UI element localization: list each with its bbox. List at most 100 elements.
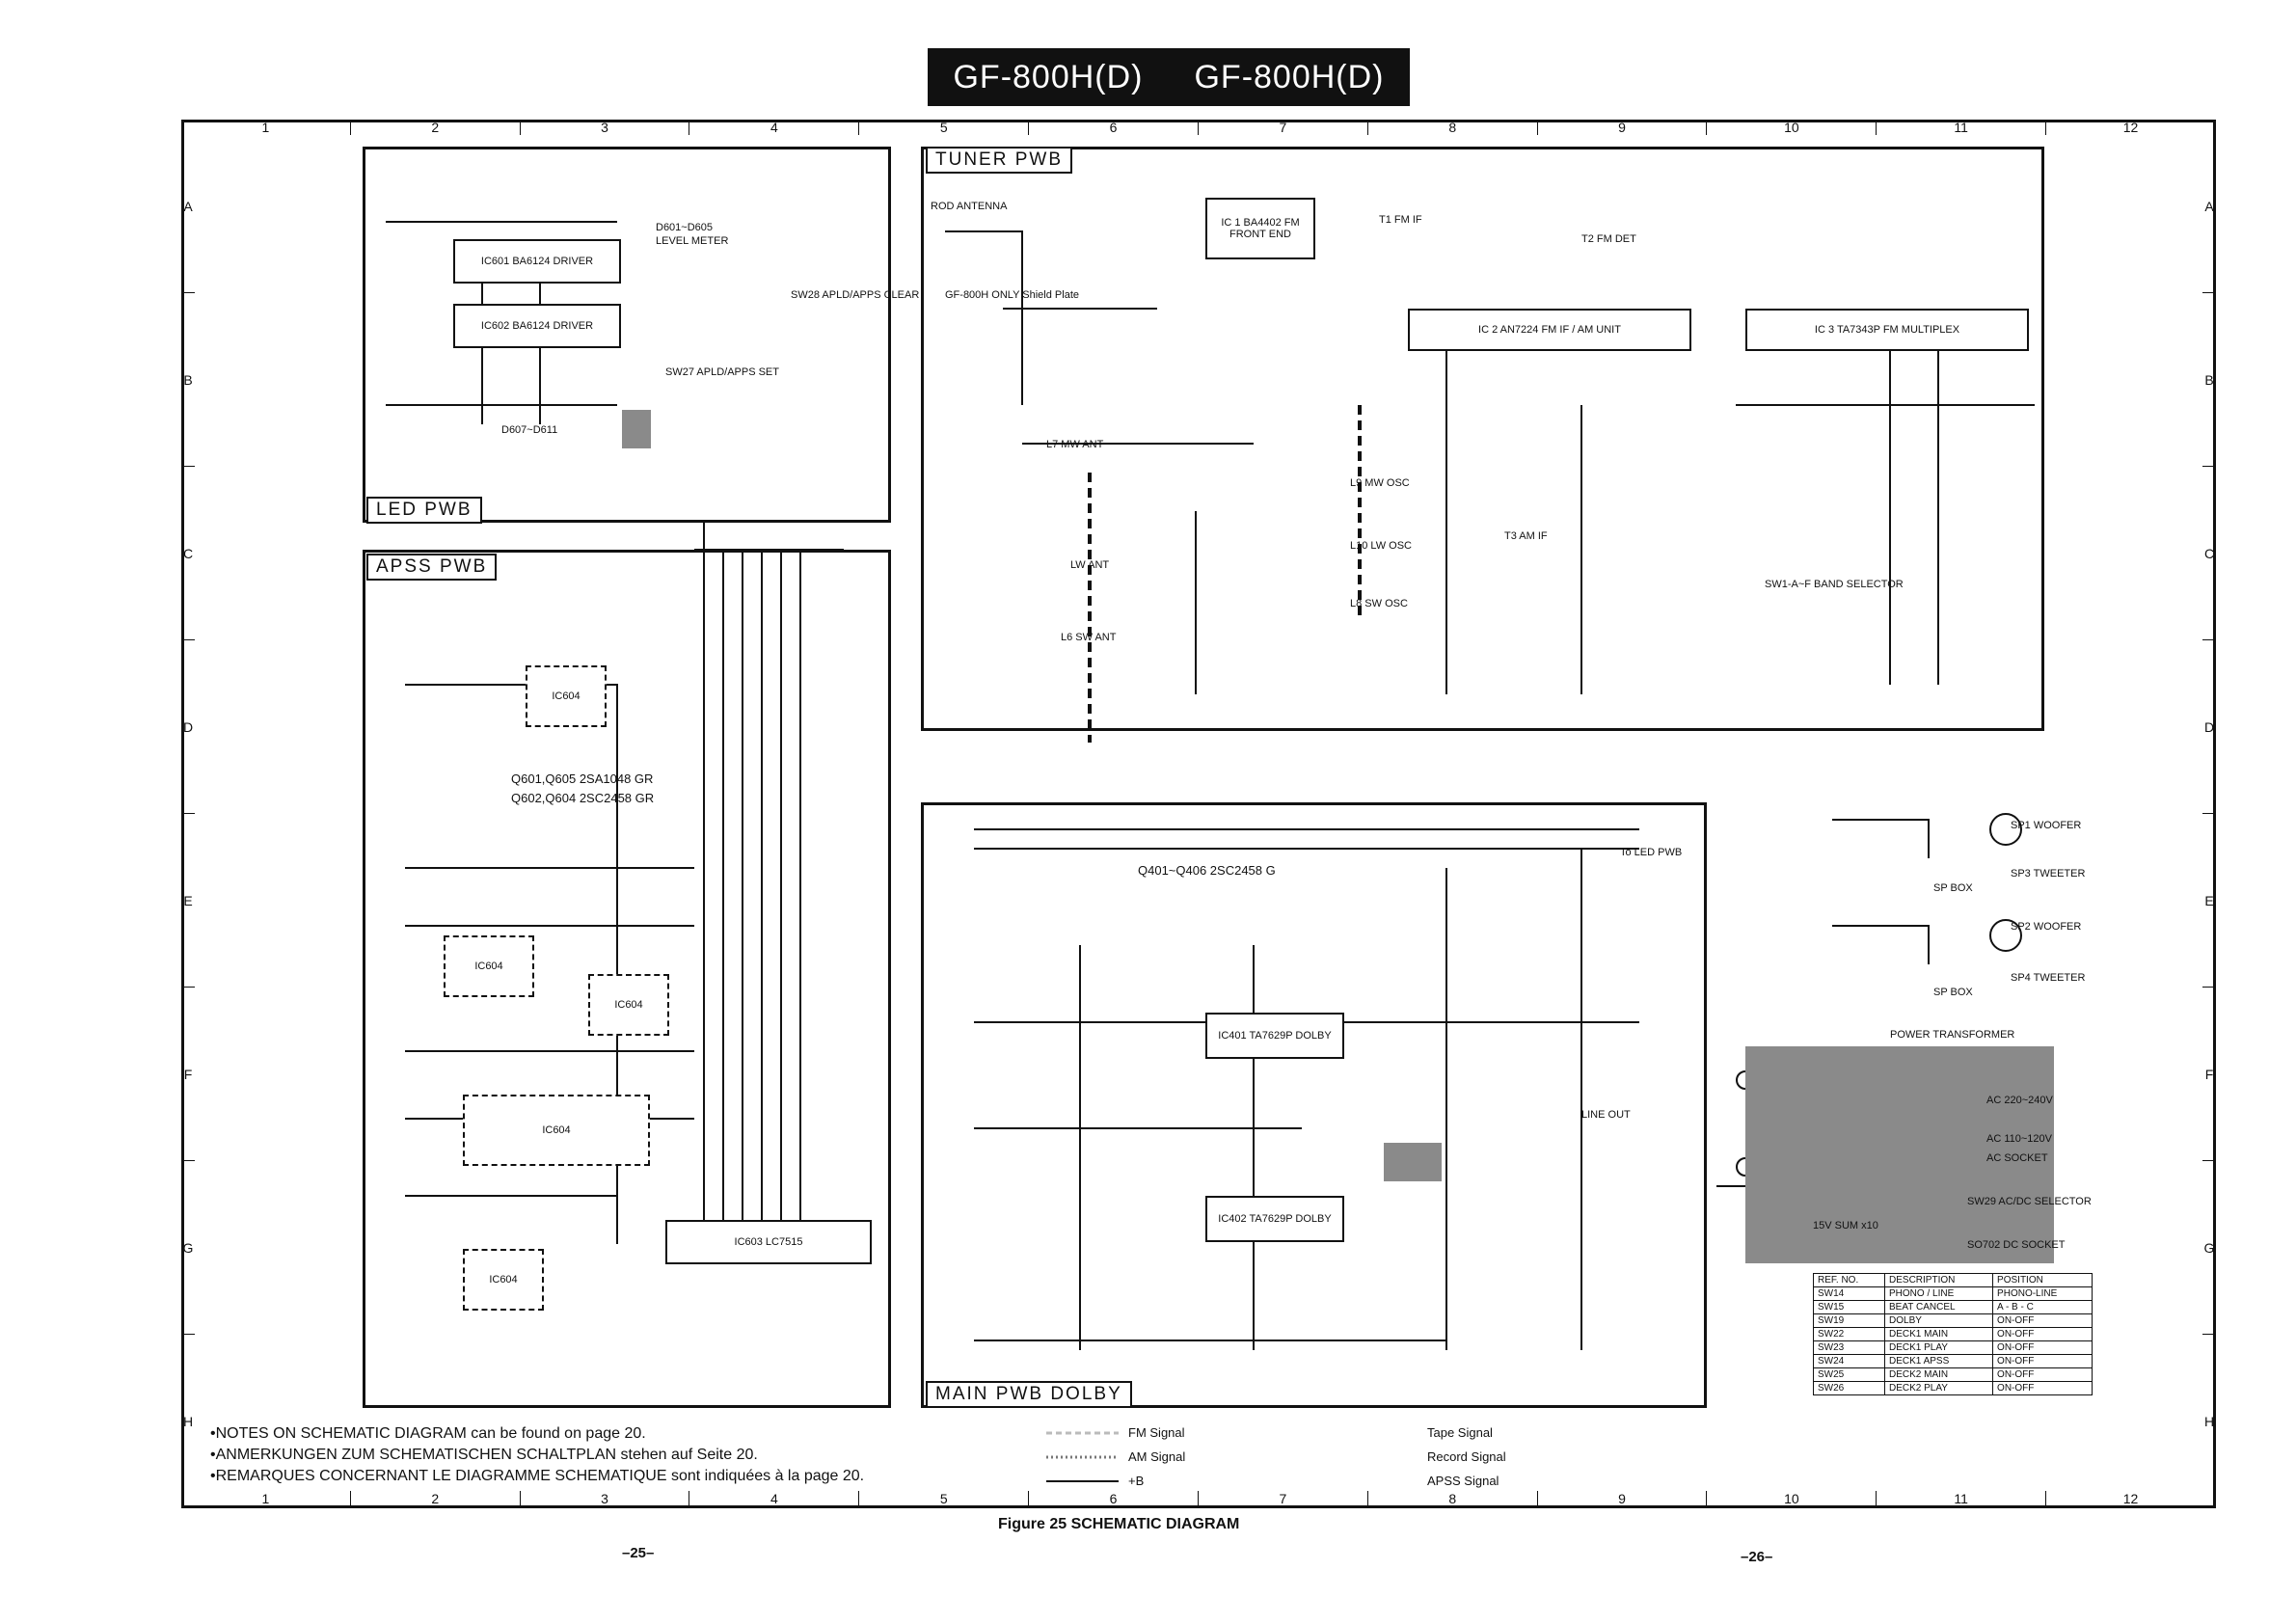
row-ruler-right: A B C D E F G H [2202,120,2216,1508]
column-ruler-top: 1 2 3 4 5 6 7 8 9 10 11 12 [181,120,2216,135]
switch-table-header: REF. NO. DESCRIPTION POSITION [1812,1273,2093,1287]
col-8: 8 [1368,1491,1538,1506]
ic602-sub: DRIVER [553,320,594,332]
l8-label: L8 SW OSC [1350,598,1408,609]
col-9: 9 [1538,120,1708,135]
ic602-block: IC602 BA6124 DRIVER [453,304,621,348]
row-e: E [181,814,195,988]
switch-table: REF. NO. DESCRIPTION POSITION SW14 PHONO… [1812,1273,2093,1395]
sp2-label: SP2 WOOFER [2011,921,2082,933]
note-french: •REMARQUES CONCERNANT LE DIAGRAMME SCHEM… [210,1468,865,1484]
sp-box-2: SP BOX [1933,987,1973,998]
legend-record: Record Signal [1427,1449,1506,1464]
switch-table-col-pos: POSITION [1992,1273,2093,1287]
table-cell: SW24 [1812,1354,1886,1368]
row-a: A [181,120,195,293]
ac-low-label: AC 110~120V [1986,1133,2052,1145]
table-cell: PHONO / LINE [1884,1286,1994,1301]
ac-high-label: AC 220~240V [1986,1095,2053,1106]
col-1: 1 [181,1491,351,1506]
switch-table-col-desc: DESCRIPTION [1884,1273,1994,1287]
row-c: C [181,467,195,640]
row-b: B [2202,293,2216,467]
col-1: 1 [181,120,351,135]
table-row: SW14 PHONO / LINE PHONO-LINE [1812,1286,2093,1301]
table-cell: SW14 [1812,1286,1886,1301]
ic603-block: IC603 LC7515 [665,1220,872,1264]
table-cell: BEAT CANCEL [1884,1300,1994,1314]
led-pwb [363,147,891,523]
ic3-block: IC 3 TA7343P FM MULTIPLEX [1745,309,2029,351]
ic604-label-5: IC604 [489,1274,518,1286]
l9-label: L9 MW OSC [1350,477,1410,489]
page-number-left: –25– [622,1545,655,1561]
table-cell: ON-OFF [1992,1327,2093,1341]
line-out-label: LINE OUT [1581,1109,1631,1121]
main-shaded-area [1384,1143,1442,1181]
table-cell: SW22 [1812,1327,1886,1341]
column-ruler-bottom: 1 2 3 4 5 6 7 8 9 10 11 12 [181,1491,2216,1506]
sw-selector-label: SW29 AC/DC SELECTOR [1967,1196,2092,1207]
apss-pwb-label: APSS PWB [366,554,498,581]
col-4: 4 [689,120,860,135]
table-cell: DECK1 MAIN [1884,1327,1994,1341]
diagram-frame [181,120,2216,1508]
table-row: SW26 DECK2 PLAY ON-OFF [1812,1381,2093,1395]
ic604-block-1: IC604 [526,665,607,727]
col-11: 11 [1877,120,2047,135]
sp1-label: SP1 WOOFER [2011,820,2082,831]
ic2-label: IC 2 AN7224 FM IF / AM UNIT [1478,324,1621,336]
table-cell: ON-OFF [1992,1354,2093,1368]
tuner-pwb [921,147,2044,731]
power-transformer-label: POWER TRANSFORMER [1890,1029,2015,1041]
main-pwb-label: MAIN PWB DOLBY [926,1381,1132,1408]
ic604-label-3: IC604 [614,999,643,1011]
row-g: G [181,1161,195,1335]
dc-socket-label: SO702 DC SOCKET [1967,1239,2066,1251]
ic1-block: IC 1 BA4402 FM FRONT END [1205,198,1315,259]
ic402-label: IC402 TA7629P DOLBY [1218,1213,1332,1225]
row-g: G [2202,1161,2216,1335]
page-number-right: –26– [1741,1549,1773,1565]
q601-label: Q601,Q605 2SA1048 GR [511,771,654,786]
row-a: A [2202,120,2216,293]
col-10: 10 [1707,120,1877,135]
table-row: SW23 DECK1 PLAY ON-OFF [1812,1340,2093,1355]
t3-label: T3 AM IF [1504,530,1548,542]
row-h: H [2202,1335,2216,1508]
table-cell: SW26 [1812,1381,1886,1395]
led-shaded-area [622,410,651,448]
table-cell: DECK1 APSS [1884,1354,1994,1368]
table-cell: ON-OFF [1992,1367,2093,1382]
table-row: SW25 DECK2 MAIN ON-OFF [1812,1367,2093,1382]
l10-label: L10 LW OSC [1350,540,1412,552]
ic602-label: IC602 BA6124 [480,320,551,332]
row-f: F [181,988,195,1161]
t2-label: T2 FM DET [1581,233,1636,245]
ic604-block-2: IC604 [444,935,534,997]
tuner-pwb-label: TUNER PWB [926,147,1072,174]
col-2: 2 [351,1491,521,1506]
table-row: SW19 DOLBY ON-OFF [1812,1313,2093,1328]
led-pwb-label: LED PWB [366,497,482,524]
band-selector-label: SW1-A~F BAND SELECTOR [1765,579,1904,590]
table-cell: DECK2 MAIN [1884,1367,1994,1382]
figure-caption: Figure 25 SCHEMATIC DIAGRAM [998,1516,1240,1532]
ic401-label: IC401 TA7629P DOLBY [1218,1030,1332,1042]
lw-label: LW ANT [1070,559,1110,571]
col-10: 10 [1707,1491,1877,1506]
main-pwb [921,802,1707,1408]
legend-apss: APSS Signal [1427,1474,1499,1488]
legend-b: +B [1128,1474,1145,1488]
ic604-label-2: IC604 [474,961,503,972]
sw27-label: SW27 APLD/APPS SET [665,366,779,378]
row-b: B [181,293,195,467]
table-cell: ON-OFF [1992,1313,2093,1328]
sp3-label: SP3 TWEETER [2011,868,2086,880]
col-12: 12 [2046,120,2216,135]
t1-label: T1 FM IF [1379,214,1422,226]
table-row: SW22 DECK1 MAIN ON-OFF [1812,1327,2093,1341]
level-meter-label: LEVEL METER [656,235,729,247]
title-bar: GF-800H(D) GF-800H(D) [928,48,1410,106]
table-cell: A - B - C [1992,1300,2093,1314]
